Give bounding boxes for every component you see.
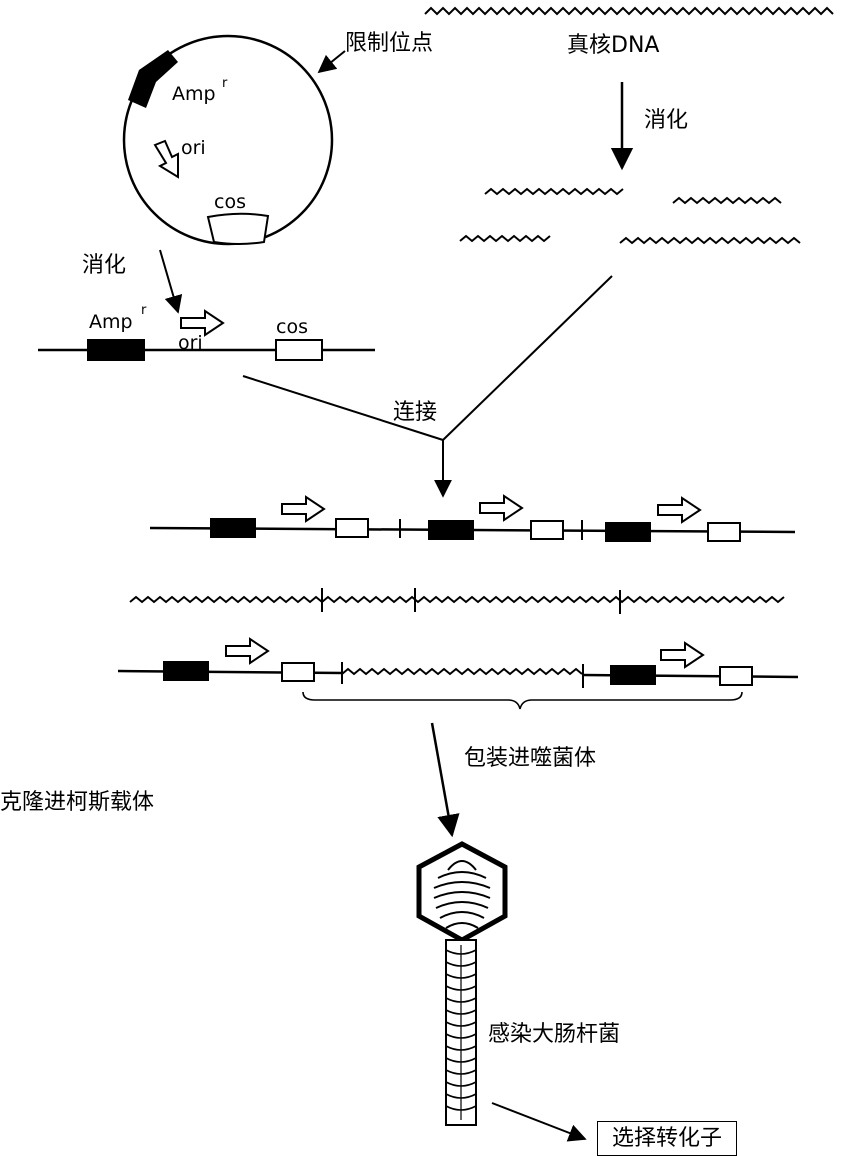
select-transformants-label: 选择转化子: [612, 1126, 723, 1151]
infection-step: 感染大肠杆菌: [488, 1022, 620, 1142]
linear-cos-label: cos: [276, 316, 308, 338]
digest-arrow-left: [159, 249, 183, 314]
linear-amp-label: Amp: [89, 311, 133, 333]
recombinant-insert-wavy: [341, 667, 583, 676]
concatemer-cos-box-3: [707, 522, 741, 542]
concatemer-ori-arrow-1-icon: [281, 496, 325, 522]
eukaryotic-dna-branch: 真核DNA 消化: [424, 6, 834, 245]
concatemer-amp-block-3: [605, 522, 651, 542]
select-arrow: [491, 1102, 587, 1142]
recombinant-amp-block-1: [163, 661, 209, 681]
recombinant-amp-block-2: [610, 665, 656, 685]
select-transformants-box: 选择转化子: [597, 1121, 738, 1156]
ligation-line-left: [242, 375, 444, 441]
packaged-region-brace: [302, 691, 743, 710]
concatemer-cos-box-1: [335, 518, 369, 538]
infect-label: 感染大肠杆菌: [488, 1022, 620, 1047]
ligation-line-right: [442, 275, 613, 441]
packaging-arrow: [430, 722, 460, 838]
insert-fragment-strand: [129, 588, 785, 614]
linear-amp-block: [87, 339, 145, 361]
packaging-label: 包装进噬菌体: [464, 746, 596, 771]
cosmid-plasmid: Amp r ori cos 限制位点: [122, 31, 433, 246]
digest-label-right: 消化: [644, 108, 688, 133]
dna-fragment-3: [459, 234, 551, 243]
ori-hollow-arrow-icon: [153, 139, 179, 179]
phage-particle: [416, 841, 508, 1126]
dna-fragment-2: [672, 196, 782, 205]
recombinant-cosmid: [117, 638, 799, 710]
packaging-step: 包装进噬菌体: [430, 722, 596, 838]
recombinant-ori-arrow-2-icon: [660, 642, 704, 668]
linear-ori-label: ori: [178, 332, 203, 354]
restriction-site-arrow: [317, 50, 346, 74]
restriction-site-label: 限制位点: [345, 31, 433, 56]
concatemer-amp-block-2: [428, 520, 474, 540]
vector-concatemer: [149, 495, 796, 542]
concatemer-cos-box-2: [530, 520, 564, 540]
insert-dna-wavy-line: [129, 595, 785, 604]
recombinant-ori-arrow-1-icon: [225, 638, 269, 664]
amp-label: Amp: [172, 83, 216, 105]
amp-superscript: r: [222, 76, 228, 91]
concatemer-ori-arrow-3-icon: [657, 497, 701, 523]
linearized-vector: 消化 Amp r ori cos: [38, 249, 375, 361]
eukaryotic-dna-label: 真核DNA: [567, 33, 659, 58]
cloning-caption: 克隆进柯斯载体: [0, 790, 155, 815]
digest-label-left: 消化: [82, 253, 126, 278]
amp-resistance-gene-block: [128, 50, 178, 108]
plasmid-cos-label: cos: [214, 191, 246, 213]
phage-dna-coil: [433, 860, 491, 929]
recombinant-cos-box-2: [719, 666, 753, 686]
dna-fragment-4: [619, 236, 801, 245]
linear-cos-box: [275, 339, 323, 361]
plasmid-cos-box: [206, 212, 270, 245]
ligation-label: 连接: [393, 400, 437, 425]
concatemer-ori-arrow-2-icon: [479, 495, 523, 521]
dna-fragment-1: [484, 187, 624, 196]
ligation-junction: 连接: [242, 275, 613, 498]
eukaryotic-dna-strand: [424, 6, 834, 16]
ori-label: ori: [181, 137, 206, 159]
recombinant-cos-box-1: [281, 662, 315, 682]
concatemer-amp-block-1: [210, 518, 256, 538]
linear-amp-superscript: r: [141, 303, 147, 318]
